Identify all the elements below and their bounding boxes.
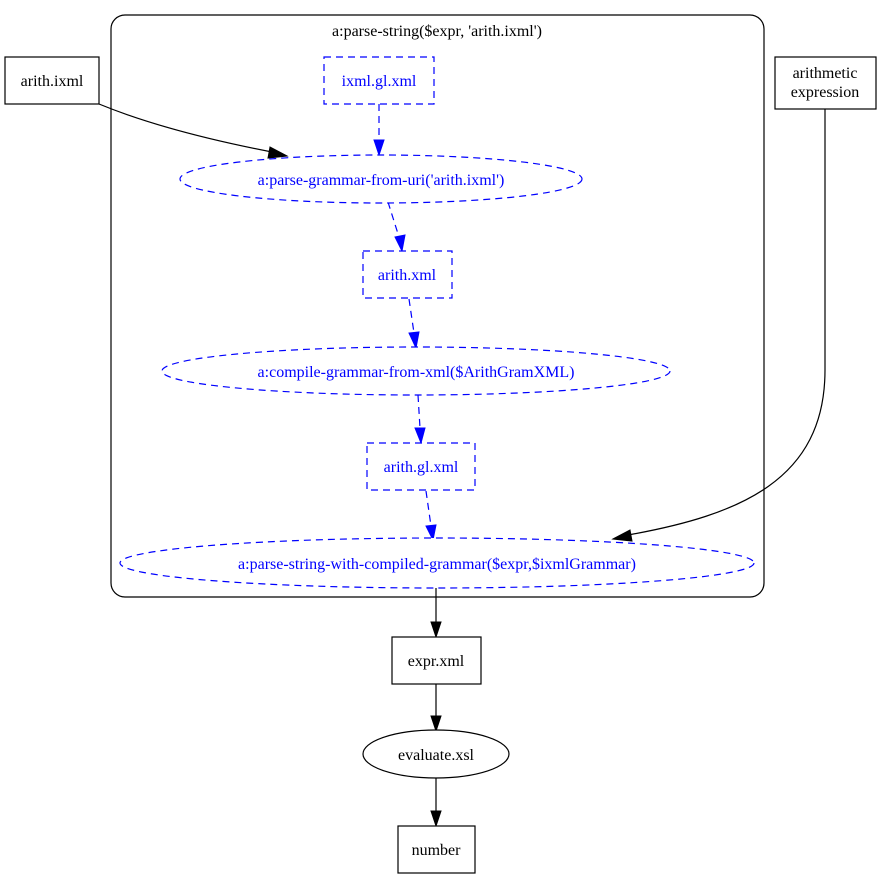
edge-line <box>98 103 273 153</box>
edge-line <box>417 394 421 429</box>
node-ellipse <box>362 729 510 779</box>
node-box <box>4 56 100 105</box>
node-label: a:compile-grammar-from-xml($ArithGramXML… <box>258 364 575 381</box>
node-ixml-gl-xml[interactable]: ixml.gl.xml <box>323 56 435 105</box>
edge-parse-string-compiled-to-expr-xml <box>430 587 442 639</box>
node-label: a:parse-grammar-from-uri('arith.ixml') <box>258 172 505 189</box>
node-arith-ixml[interactable]: arith.ixml <box>4 56 100 105</box>
node-arith-gl-xml[interactable]: arith.gl.xml <box>366 442 476 491</box>
arrowhead-icon <box>430 810 442 828</box>
node-box <box>397 825 476 874</box>
node-label: ixml.gl.xml <box>342 73 417 90</box>
edge-arith-xml-to-compile-grammar <box>408 298 420 350</box>
arrowhead-icon <box>425 524 437 542</box>
node-label: number <box>412 842 462 859</box>
node-label: arith.gl.xml <box>384 459 459 476</box>
arrowhead-icon <box>267 146 289 159</box>
edge-compile-grammar-to-arith-gl <box>414 394 426 445</box>
node-arithmetic-expression[interactable]: arithmetic expression <box>774 56 877 110</box>
node-arith-xml[interactable]: arith.xml <box>362 250 453 299</box>
edge-line <box>425 490 432 527</box>
arrowhead-icon <box>394 234 406 253</box>
node-box <box>362 250 453 299</box>
arrowhead-icon <box>430 715 442 733</box>
node-label: arith.xml <box>378 267 437 284</box>
node-label: evaluate.xsl <box>398 747 475 764</box>
edge-arith-gl-to-parse-string-compiled <box>425 490 437 542</box>
node-parse-string-with-compiled-grammar[interactable]: a:parse-string-with-compiled-grammar($ex… <box>119 537 755 589</box>
node-label: a:parse-string-with-compiled-grammar($ex… <box>238 556 636 573</box>
node-number[interactable]: number <box>397 825 476 874</box>
edge-arith-expression-to-parse-string-compiled <box>611 109 826 542</box>
edge-expr-xml-to-evaluate-xsl <box>430 684 442 733</box>
node-ellipse <box>119 537 755 589</box>
edge-arith-ixml-to-parse-grammar <box>98 103 289 159</box>
cluster-border <box>110 14 765 598</box>
edges <box>98 103 826 828</box>
edge-parse-grammar-to-arith-xml <box>387 201 406 253</box>
node-ellipse <box>161 346 671 396</box>
edge-line <box>408 298 415 334</box>
arrowhead-icon <box>611 529 633 542</box>
node-box <box>366 442 476 491</box>
edge-line <box>627 109 826 536</box>
node-label-line-2: expression <box>791 84 859 101</box>
node-box <box>323 56 435 105</box>
node-label-line-1: arithmetic <box>793 65 858 82</box>
node-expr-xml[interactable]: expr.xml <box>391 636 482 685</box>
node-ellipse <box>179 154 583 204</box>
edge-ixml-gl-to-parse-grammar[interactable] <box>373 104 385 157</box>
node-box <box>391 636 482 685</box>
node-label: arith.ixml <box>21 73 84 90</box>
arrowhead-icon <box>414 427 426 445</box>
node-compile-grammar-from-xml[interactable]: a:compile-grammar-from-xml($ArithGramXML… <box>161 346 671 396</box>
node-box <box>774 56 877 110</box>
arrowhead-icon <box>430 621 442 639</box>
arrowhead-icon <box>373 139 385 157</box>
node-parse-grammar-from-uri[interactable]: a:parse-grammar-from-uri('arith.ixml') <box>179 154 583 204</box>
cluster-parse-string: a:parse-string($expr, 'arith.ixml') <box>110 14 765 598</box>
node-evaluate-xsl[interactable]: evaluate.xsl <box>362 729 510 779</box>
arrowhead-icon <box>408 331 420 350</box>
edge-evaluate-xsl-to-number <box>430 777 442 828</box>
cluster-label: a:parse-string($expr, 'arith.ixml') <box>332 23 542 40</box>
edge-line <box>387 201 400 238</box>
node-label: expr.xml <box>408 653 465 670</box>
